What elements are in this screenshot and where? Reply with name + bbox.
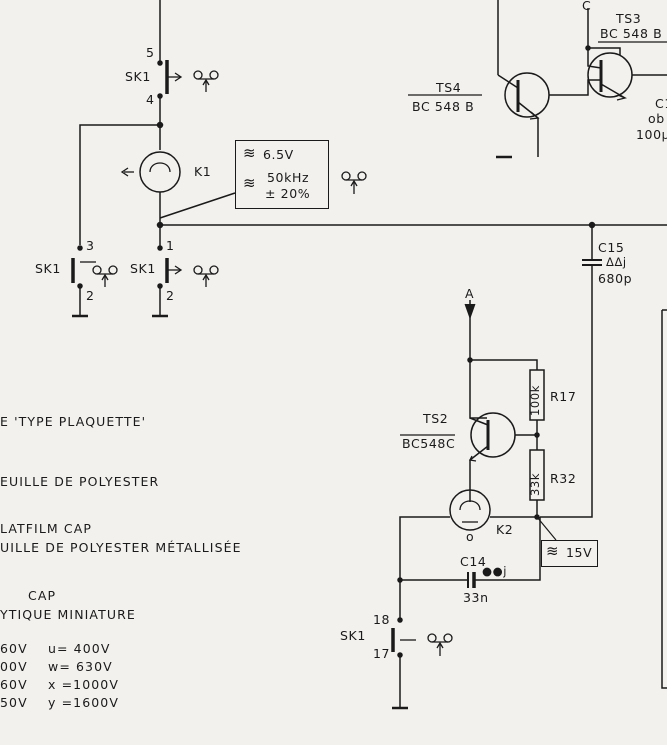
k1-annot-1: 6.5V [263,147,294,162]
legend-line-2: EUILLE DE POLYESTER [0,474,160,489]
ts3-ref: TS3 [616,11,642,26]
legend-voltage-left-3: 60V [0,677,28,692]
ts2-body [470,412,516,458]
ts3-type: BC 548 B [600,26,663,41]
k2-annot-sym: ≋ [546,542,560,560]
legend-line-3: LATFILM CAP [0,521,92,536]
k2-annot: 15V [566,545,593,560]
k1-ref: K1 [194,164,212,179]
legend-voltage-right-4: y =1600V [48,695,120,710]
k2-pin: o [466,529,475,544]
ts2-type: BC548C [402,436,456,451]
speaker-symbol-k1 [341,171,367,194]
speaker-symbol-bottom [427,633,453,656]
k2-ref: K2 [496,522,514,537]
c15-value: 680p [598,271,633,286]
legend-voltage-left-2: 00V [0,659,28,674]
c1-ref: C1 [655,96,667,111]
legend-line-5: CAP [28,588,57,603]
ts2-ref: TS2 [423,411,449,426]
wire-c [587,8,621,55]
ts4-body [504,72,550,118]
c14-value: 33n [463,590,489,605]
k1-annot-2: 50kHz [267,170,310,185]
wire-c15-down [540,265,593,518]
c15-ref: C15 [598,240,625,255]
k1-annotation-box [235,140,329,209]
c14-code: ●●j [482,564,508,578]
sk1-top-ref: SK1 [125,69,151,84]
legend-voltage-right-3: x =1000V [48,677,120,692]
sk1-bottom-pin-b: 17 [373,646,391,661]
legend-voltage-right-2: w= 630V [48,659,113,674]
k2-annotation-box [541,540,598,567]
legend-voltage-left-4: 50V [0,695,28,710]
c1-code: ob [648,111,665,126]
speaker-symbol-left [92,265,118,287]
k1-annot-3: ± 20% [265,186,311,201]
sk1-left-pin-b: 2 [86,288,95,303]
r32-ref: R32 [550,471,577,486]
sk1-mid-pin-a: 1 [166,238,175,253]
ts4-type: BC 548 B [412,99,475,114]
r32-value: 33k [528,472,542,496]
legend-voltage-left-1: 60V [0,641,28,656]
sk1-left-pin-a: 3 [86,238,95,253]
wire-k1-annot [159,192,236,219]
speaker-symbol-mid [193,265,219,287]
c1-value: 100µ [636,127,667,142]
k1-bulb [139,151,181,193]
legend-line-1: E 'TYPE PLAQUETTE' [0,414,147,429]
sk1-left-ref: SK1 [35,261,61,276]
wire-ts4-emitter [506,118,538,157]
legend-line-4: UILLE DE POLYESTER MÉTALLISÉE [0,540,242,555]
c14-ref: C14 [460,554,487,569]
c15-code: ΔΔj [606,255,627,269]
sk1-top-pin-b: 4 [146,92,155,107]
r17-ref: R17 [550,389,577,404]
k1-annot-2-sym: ≋ [243,174,257,192]
sk1-mid-ref: SK1 [130,261,156,276]
sk1-bottom-ref: SK1 [340,628,366,643]
speaker-symbol-top [193,70,219,92]
k1-annot-1-sym: ≋ [243,144,257,162]
sk1-bottom-pin-a: 18 [373,612,391,627]
wire-left-branch [79,124,160,245]
ts3-pin-c: C [582,0,592,13]
sk1-mid-pin-b: 2 [166,288,175,303]
ts3-body [587,52,633,98]
legend-voltage-right-1: u= 400V [48,641,111,656]
ts4-ref: TS4 [436,80,462,95]
right-frame [661,309,667,689]
r17-value: 100k [528,384,542,416]
node-a-label: A [465,286,475,301]
wire-node-a [469,300,538,370]
sk1-top-pin-a: 5 [146,45,155,60]
legend-line-6: YTIQUE MINIATURE [0,607,136,622]
